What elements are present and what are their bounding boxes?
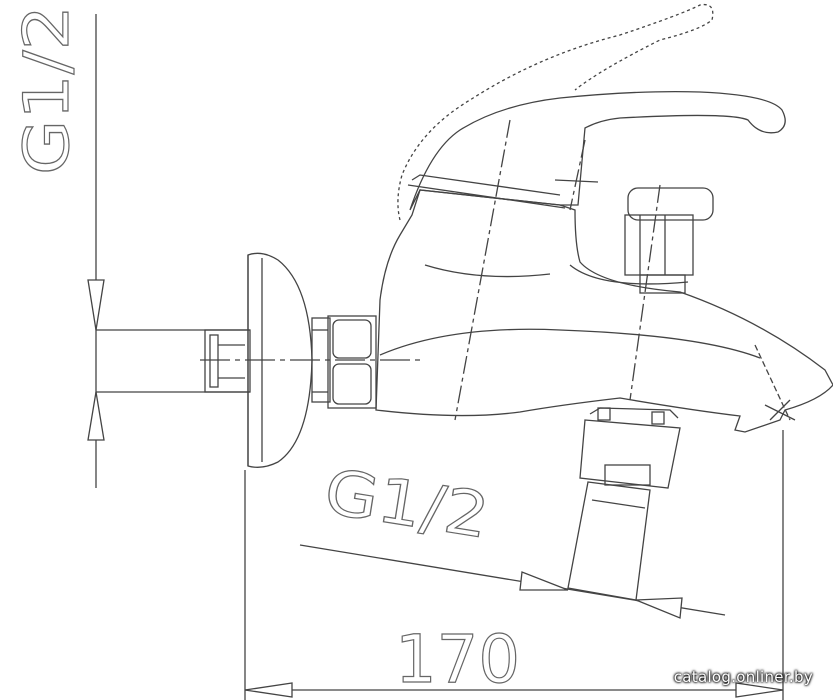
lever-handle [407, 90, 786, 211]
axis-2 [569, 139, 586, 211]
bottom-dimension [299, 544, 726, 619]
hex-nut [311, 315, 377, 409]
cartridge-cap [624, 187, 714, 294]
axis-1 [454, 119, 511, 421]
width-dimension [244, 430, 784, 700]
watermark: catalog.onliner.by [673, 668, 813, 686]
thread-label-bottom: G1/2 [320, 455, 494, 553]
axis-3 [629, 184, 661, 401]
thread-label-left: G1/2 [10, 5, 83, 175]
dimension-width-label: 170 [395, 621, 520, 698]
upper-arrow [87, 279, 105, 331]
faucet-body [375, 189, 833, 433]
lower-arrow [87, 391, 105, 441]
diverter-outlet [567, 407, 681, 601]
aerator [754, 344, 796, 421]
lever-handle-raised [397, 3, 714, 221]
wall-pipe [96, 329, 251, 393]
cross-mark [554, 179, 599, 183]
